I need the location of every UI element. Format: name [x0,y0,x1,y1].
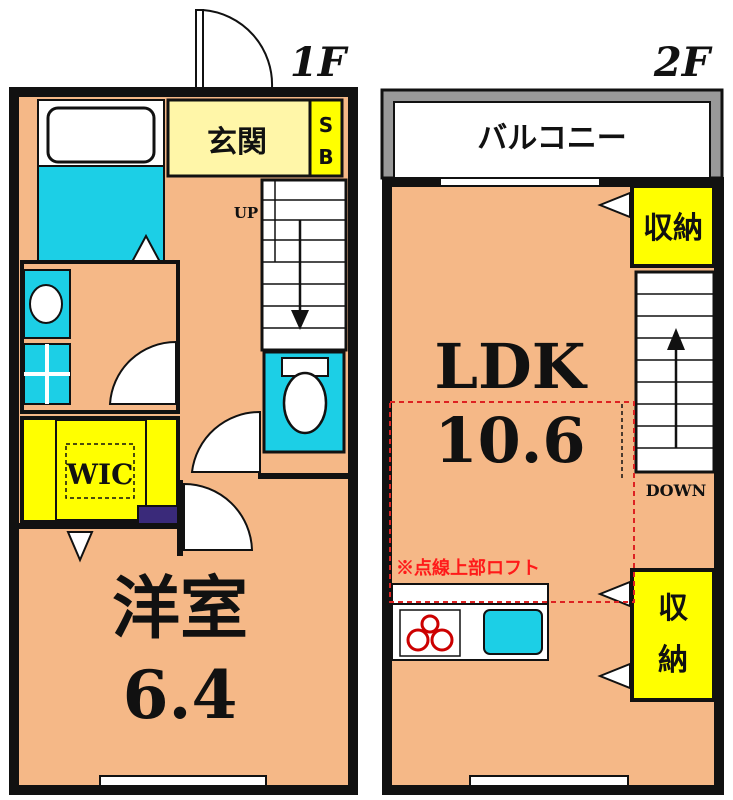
wic-shelf [137,505,179,525]
walk-in-closet [20,416,180,524]
storage-lower-label-2: 納 [658,643,688,678]
ldk-name: LDK [434,330,587,403]
balcony-window [439,177,601,187]
kitchen-sink [483,609,543,655]
stairs-arrow [291,310,309,330]
shoe-box [308,98,344,178]
entrance [166,98,312,178]
toilet [282,371,328,435]
bedroom-name: 洋室 [112,569,248,649]
bedroom-size: 6.4 [123,656,238,734]
first-floor-plan: 玄関 S B UP [9,9,358,795]
upper-stairs-arrow [667,328,685,350]
shoe-box-label-s: S [319,113,333,137]
bathtub [46,106,156,164]
loft-outline [389,401,635,603]
shoe-box-label-b: B [318,145,333,169]
wic-label: WIC [66,458,134,491]
storage-upper-label: 収納 [643,211,703,246]
storage-lower [630,568,716,702]
entry-door-swing [202,9,274,89]
stairs-up-label: UP [234,204,258,222]
stairs [260,178,348,352]
first-floor-label: 1F [290,39,349,86]
ldk-size: 10.6 [434,404,585,477]
toilet-door [190,410,261,473]
balcony-label: バルコニー [477,121,626,156]
ldk-window [469,775,629,787]
storage-upper [630,184,716,268]
bedroom-door [183,482,254,551]
entry-door-leaf [195,9,204,91]
balcony [393,101,711,179]
storage-lower-label-1: 収 [658,591,689,626]
storage-lower-label: 収納 [0,0,2,1]
stairs-down-label: DOWN [646,481,706,500]
washroom-door [108,340,177,405]
entrance-label: 玄関 [207,125,267,160]
second-floor-label: 2F [653,39,713,86]
loft-note: ※点線上部ロフト [396,557,540,579]
bedroom-window [99,775,267,787]
wic-door-marker [66,531,94,563]
